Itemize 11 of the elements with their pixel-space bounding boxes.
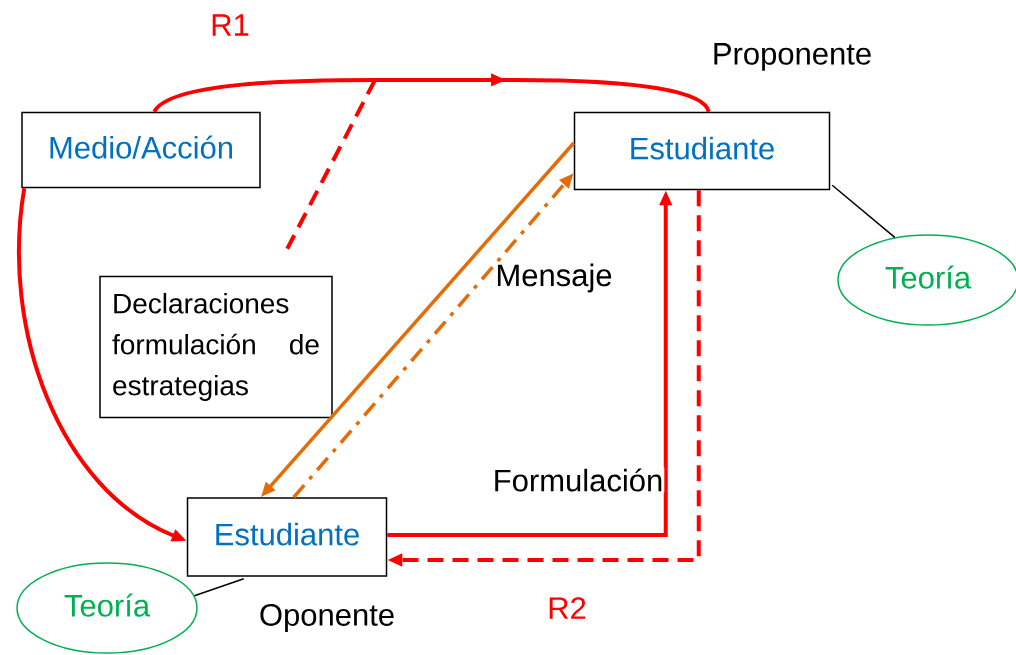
arrow bbox=[152, 73, 711, 114]
process-box: Estudiante bbox=[186, 497, 388, 577]
role-label: Proponente bbox=[714, 43, 871, 71]
edge-label: R2 bbox=[546, 596, 588, 620]
edge-label: R1 bbox=[209, 13, 251, 37]
note-box: Declaraciones formulación de estrategias bbox=[99, 275, 333, 419]
edge-label: Mensaje bbox=[494, 262, 614, 294]
process-box: Estudiante bbox=[573, 111, 831, 191]
process-box: Medio/Acción bbox=[21, 111, 261, 189]
role-label: Oponente bbox=[260, 603, 394, 633]
edge-label: Formulación bbox=[491, 467, 665, 493]
